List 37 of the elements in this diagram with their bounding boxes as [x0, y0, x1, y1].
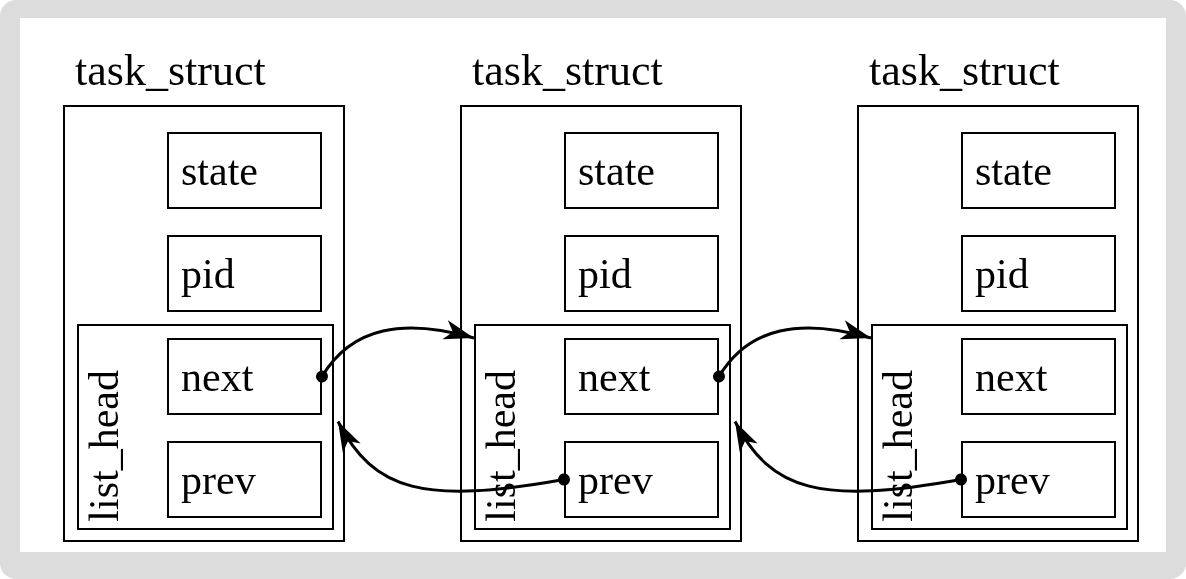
- struct-title: task_struct: [75, 45, 266, 96]
- field-label: state: [975, 149, 1052, 192]
- list-head-box: [77, 324, 334, 530]
- field-label: next: [578, 355, 651, 398]
- field-box: [564, 441, 719, 518]
- field-box: [961, 132, 1116, 209]
- field-box: [961, 235, 1116, 312]
- field-box: [961, 441, 1116, 518]
- field-box: [564, 338, 719, 415]
- list-head-box: [474, 324, 731, 530]
- field-box: [961, 338, 1116, 415]
- struct-title: task_struct: [869, 45, 1060, 96]
- field-box: [167, 132, 322, 209]
- field-box: [167, 338, 322, 415]
- field-box: [167, 235, 322, 312]
- field-box: [564, 235, 719, 312]
- list-head-label: list_head: [83, 370, 125, 522]
- pointer-arrow: [733, 420, 967, 493]
- list-head-box: [871, 324, 1128, 530]
- list-head-label: list_head: [480, 370, 522, 522]
- field-label: prev: [578, 458, 653, 501]
- field-label: next: [975, 355, 1048, 398]
- field-label: state: [578, 149, 655, 192]
- field-label: prev: [975, 458, 1050, 501]
- field-label: state: [181, 149, 258, 192]
- field-box: [564, 132, 719, 209]
- field-label: pid: [181, 252, 235, 295]
- field-label: pid: [578, 252, 632, 295]
- struct-title: task_struct: [472, 45, 663, 96]
- pointer-arrow: [316, 320, 475, 383]
- field-label: prev: [181, 458, 256, 501]
- pointer-arrow: [713, 320, 872, 383]
- field-label: next: [181, 355, 254, 398]
- list-head-label: list_head: [877, 370, 919, 522]
- pointer-arrow: [336, 420, 570, 493]
- field-box: [167, 441, 322, 518]
- field-label: pid: [975, 252, 1029, 295]
